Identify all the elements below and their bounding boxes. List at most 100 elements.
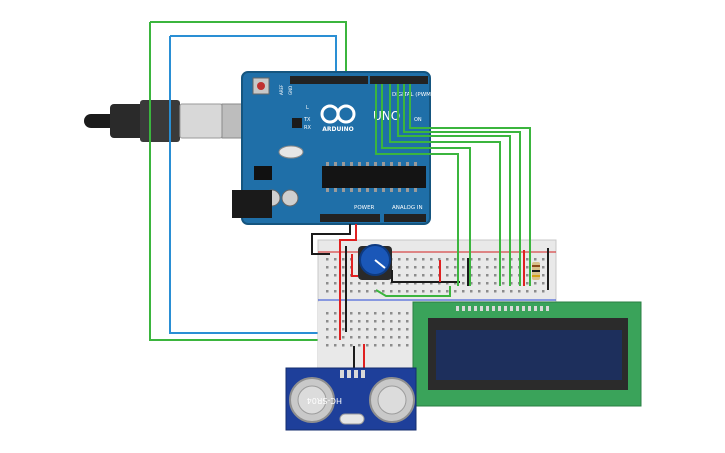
breadboard-hole [446, 274, 449, 277]
breadboard-hole [494, 258, 497, 261]
breadboard-hole [414, 282, 417, 285]
breadboard-hole [366, 336, 369, 339]
breadboard-hole [502, 290, 505, 293]
breadboard-hole [326, 290, 329, 293]
breadboard-hole [534, 290, 537, 293]
breadboard-hole [478, 274, 481, 277]
breadboard-hole [406, 274, 409, 277]
breadboard-hole [534, 258, 537, 261]
breadboard-hole [334, 336, 337, 339]
breadboard-hole [534, 282, 537, 285]
breadboard-hole [446, 258, 449, 261]
breadboard-hole [470, 274, 473, 277]
breadboard-hole [446, 266, 449, 269]
breadboard-hole [446, 282, 449, 285]
label-analog: ANALOG IN [392, 205, 423, 211]
board-name: ARDUINO [322, 126, 353, 133]
breadboard-hole [406, 312, 409, 315]
breadboard-hole [374, 328, 377, 331]
breadboard-hole [406, 328, 409, 331]
breadboard-hole [486, 258, 489, 261]
breadboard-hole [502, 266, 505, 269]
breadboard-hole [462, 290, 465, 293]
breadboard-hole [486, 266, 489, 269]
breadboard-hole [510, 282, 513, 285]
breadboard-hole [406, 266, 409, 269]
breadboard-hole [326, 336, 329, 339]
label-digital: DIGITAL (PWM~) [392, 92, 438, 98]
breadboard-hole [454, 274, 457, 277]
potentiometer [358, 244, 392, 280]
breadboard-hole [430, 266, 433, 269]
breadboard-hole [414, 258, 417, 261]
breadboard-hole [350, 344, 353, 347]
breadboard-hole [358, 320, 361, 323]
breadboard-hole [366, 282, 369, 285]
lcd-pin-rw [480, 306, 483, 311]
breadboard-hole [526, 282, 529, 285]
arduino-logo-icon [320, 104, 356, 124]
breadboard-hole [326, 320, 329, 323]
breadboard-hole [470, 282, 473, 285]
breadboard-hole [334, 274, 337, 277]
breadboard-hole [510, 290, 513, 293]
breadboard-hole [542, 282, 545, 285]
breadboard-hole [350, 312, 353, 315]
breadboard-hole [526, 258, 529, 261]
breadboard-hole [342, 258, 345, 261]
breadboard-hole [462, 258, 465, 261]
breadboard-hole [390, 282, 393, 285]
breadboard-hole [350, 282, 353, 285]
breadboard-hole [422, 274, 425, 277]
breadboard-hole [398, 282, 401, 285]
breadboard-hole [358, 312, 361, 315]
breadboard-hole [326, 282, 329, 285]
breadboard-hole [494, 290, 497, 293]
breadboard-hole [478, 266, 481, 269]
breadboard-hole [494, 274, 497, 277]
breadboard-hole [542, 290, 545, 293]
breadboard-hole [422, 266, 425, 269]
breadboard-hole [382, 282, 385, 285]
breadboard-hole [390, 328, 393, 331]
breadboard-hole [334, 290, 337, 293]
breadboard-hole [542, 258, 545, 261]
breadboard-hole [406, 320, 409, 323]
breadboard-hole [454, 258, 457, 261]
breadboard-hole [430, 282, 433, 285]
breadboard-hole [502, 258, 505, 261]
breadboard-hole [326, 258, 329, 261]
breadboard-hole [358, 336, 361, 339]
breadboard-hole [390, 290, 393, 293]
breadboard-hole [334, 320, 337, 323]
breadboard-hole [438, 258, 441, 261]
label-on: ON [414, 117, 422, 123]
breadboard-hole [358, 290, 361, 293]
breadboard-hole [430, 274, 433, 277]
label-aref: AREF [279, 84, 284, 95]
sensor-pin-vcc [340, 370, 344, 378]
breadboard-hole [398, 344, 401, 347]
breadboard-hole [526, 290, 529, 293]
breadboard-hole [430, 258, 433, 261]
breadboard-hole [382, 336, 385, 339]
breadboard-hole [398, 258, 401, 261]
breadboard-hole [406, 336, 409, 339]
sensor-model: HC-SR04 [307, 396, 342, 405]
breadboard-hole [366, 328, 369, 331]
breadboard-hole [406, 258, 409, 261]
breadboard-hole [334, 312, 337, 315]
breadboard-hole [486, 274, 489, 277]
breadboard-hole [350, 336, 353, 339]
breadboard-hole [350, 328, 353, 331]
breadboard-hole [374, 320, 377, 323]
breadboard-hole [446, 290, 449, 293]
label-tx: TX [303, 117, 311, 123]
breadboard-hole [462, 274, 465, 277]
lcd-pin-db2 [504, 306, 507, 311]
lcd-pin-db3 [510, 306, 513, 311]
breadboard-hole [398, 266, 401, 269]
lcd-display [412, 301, 642, 407]
breadboard-hole [326, 328, 329, 331]
breadboard-hole [390, 320, 393, 323]
